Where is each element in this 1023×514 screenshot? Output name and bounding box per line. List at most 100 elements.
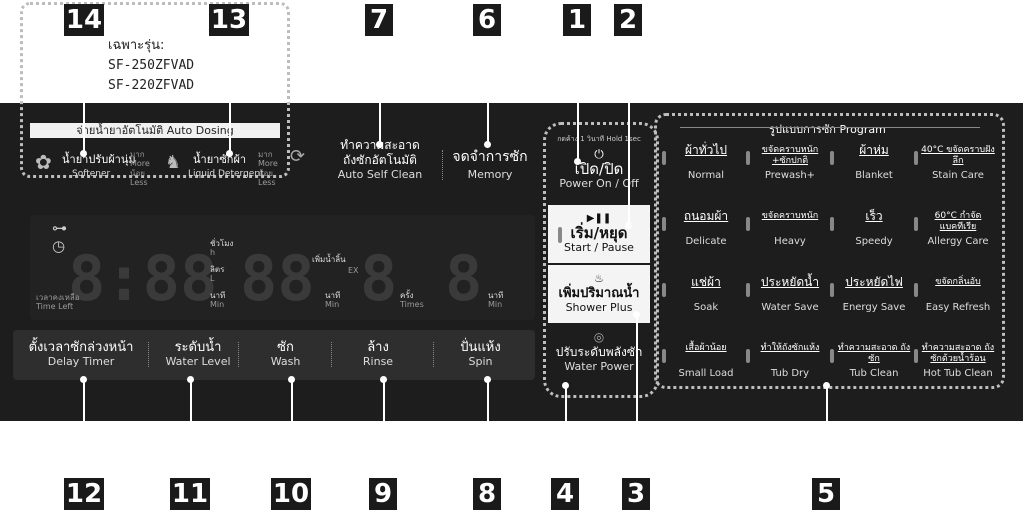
leader-dot-5 [823, 382, 830, 389]
program-label-en: Prewash+ [764, 170, 816, 181]
self-clean-icon: ⟳ [290, 146, 306, 167]
softener-more-th: มาก [130, 150, 145, 159]
callout-14: 14 [64, 4, 104, 36]
delay-timer-button[interactable]: ตั้งเวลาซักล่วงหน้า Delay Timer [21, 340, 141, 368]
leader-11 [190, 380, 192, 480]
program-header: รูปแบบการซัก Program [769, 123, 886, 136]
shower-label-en: Shower Plus [565, 301, 633, 314]
spin-button[interactable]: ปั่นแห้ง Spin [443, 340, 518, 368]
program-label: ประหยัดไฟ [845, 275, 903, 289]
water-power-icon: ◎ [593, 330, 605, 344]
delay-timer-label: ตั้งเวลาซักล่วงหน้า [28, 340, 134, 355]
program-label-en: Delicate [685, 236, 727, 247]
softener-more-en: More [130, 159, 150, 168]
model-note-heading: เฉพาะรุ่น: [108, 38, 165, 53]
leader-dot-12 [80, 376, 87, 383]
program-led [830, 151, 834, 165]
memory-button[interactable]: จดจำการซัก Memory [445, 150, 535, 190]
spin-digit: 8 [445, 242, 483, 315]
separator [238, 342, 239, 367]
leader-dot-6 [484, 141, 491, 148]
program-led [662, 217, 666, 231]
time-digits: 8:88 [68, 242, 218, 315]
start-led [558, 227, 562, 243]
shower-icon: ♨ [594, 272, 604, 285]
program-label: แช่ผ้า [691, 275, 721, 289]
program-label: เร็ว [865, 209, 883, 223]
program-prewash-button[interactable]: ขจัดคราบหนัก +ซักปกติPrewash+ [744, 145, 828, 187]
program-led [830, 349, 834, 363]
program-label-en: Allergy Care [927, 236, 989, 247]
program-label-en: Normal [687, 170, 725, 181]
separator [331, 342, 332, 367]
program-led [914, 217, 918, 231]
auto-dosing-area: ✿ น้ำยาปรับผ้านุ่ม Softener มาก More น้อ… [30, 140, 280, 190]
leader-dot-8 [484, 376, 491, 383]
detergent-less-th: น้อย [258, 169, 273, 178]
program-label: เสื้อผ้าน้อย [685, 343, 727, 353]
shower-plus-button[interactable]: ♨ เพิ่มปริมาณน้ำ Shower Plus [548, 265, 650, 323]
wash-label: ซัก [277, 340, 294, 355]
leader-14 [83, 34, 85, 152]
leader-dot-2 [625, 222, 632, 229]
water-power-button[interactable]: ◎ ปรับระดับพลังซัก Water Power [548, 330, 650, 385]
water-level-button[interactable]: ระดับน้ำ Water Level [153, 340, 243, 368]
auto-dosing-header: จ่ายน้ำยาอัตโนมัติ Auto Dosing [30, 123, 280, 138]
leader-13 [229, 34, 231, 152]
softener-less-th: น้อย [130, 169, 145, 178]
auto-self-clean-label-en: Auto Self Clean [337, 168, 423, 181]
leader-dot-7 [376, 141, 383, 148]
wash-button[interactable]: ซัก Wash [258, 340, 313, 368]
times-th: ครั้ง [400, 291, 414, 300]
min-th-1: นาที [210, 291, 226, 300]
leader-dot-4 [562, 382, 569, 389]
water-power-label-en: Water Power [564, 360, 634, 373]
power-button[interactable]: กดค้าง 1 วินาที Hold 1sec ⏻ เปิด/ปิด Pow… [549, 135, 649, 195]
start-pause-button[interactable]: ▶❚❚ เริ่ม/หยุด Start / Pause [548, 205, 650, 263]
callout-13: 13 [209, 4, 249, 36]
callout-12: 12 [64, 478, 104, 510]
auto-dosing-highlight [20, 2, 290, 178]
rinse-button[interactable]: ล้าง Rinse [348, 340, 408, 368]
program-led [746, 151, 750, 165]
leader-12 [83, 380, 85, 480]
detergent-more-en: More [258, 159, 278, 168]
spin-label-en: Spin [468, 355, 493, 368]
time-left-en: Time Left [36, 302, 74, 311]
program-label: ผ้าทั่วไป [684, 143, 728, 157]
lock-key-icon: ⊶ [52, 219, 67, 237]
program-highlight [654, 113, 1005, 389]
leader-dot-3 [633, 311, 640, 318]
main-buttons-highlight [543, 122, 659, 398]
detergent-label: น้ำยาซักผ้า [193, 153, 247, 166]
program-led [746, 217, 750, 231]
leader-dot-9 [380, 376, 387, 383]
add-water-en: EX [348, 266, 359, 275]
softener-label: น้ำยาปรับผ้านุ่ม [62, 153, 136, 166]
program-led [914, 151, 918, 165]
program-normal-button[interactable]: ผ้าทั่วไป Normal [660, 143, 744, 187]
model-note-model-2: SF-220ZFVAD [108, 78, 195, 93]
program-led [662, 283, 666, 297]
program-label-en: Water Save [761, 302, 819, 313]
separator [148, 342, 149, 367]
water-power-label: ปรับระดับพลังซัก [555, 345, 643, 359]
rinse-digit: 8 [360, 242, 398, 315]
display-window: ⊶ ◷ 8:88 เวลาคงเหลือ Time Left ชั่วโมง h… [30, 215, 535, 320]
program-label: ทำความสะอาด ถังซัก [837, 343, 911, 364]
program-led [830, 283, 834, 297]
